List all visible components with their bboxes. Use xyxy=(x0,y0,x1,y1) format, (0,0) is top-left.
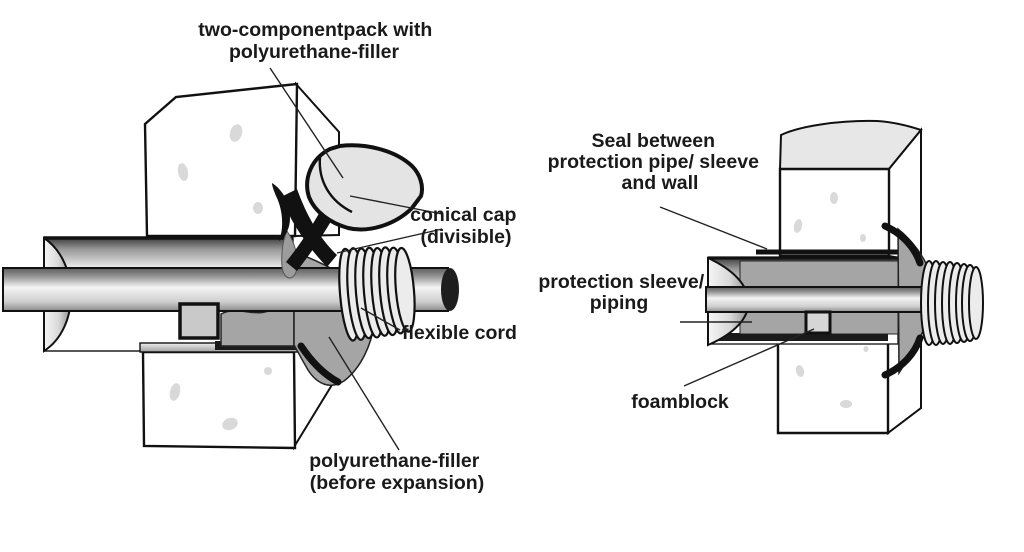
leader-line xyxy=(336,228,443,254)
label-polyurethane-filler: polyurethane-filler (before expansion) xyxy=(309,450,485,494)
flexible-cord-coil-left xyxy=(338,246,416,342)
concrete-speckle xyxy=(860,234,866,242)
concrete-speckle xyxy=(222,417,238,431)
leader-lines-left xyxy=(269,67,443,451)
label-flexible-cord: flexible cord xyxy=(402,322,517,344)
cap-hook-crescent xyxy=(272,183,290,241)
upper-wall-block-right xyxy=(778,119,923,264)
leader-lines-right xyxy=(659,206,815,387)
upper-wall-block-left xyxy=(143,81,340,238)
foamblock-left xyxy=(178,302,220,340)
concrete-speckle xyxy=(840,400,852,408)
seal-hook-top xyxy=(881,222,924,267)
concrete-speckle xyxy=(863,346,869,352)
leader-line xyxy=(328,336,400,451)
label-foamblock: foamblock xyxy=(631,391,729,413)
concrete-speckle xyxy=(229,124,243,142)
leader-line xyxy=(269,67,344,179)
polyurethane-filler-annulus xyxy=(220,307,295,347)
seal-hook-bottom xyxy=(881,334,924,379)
concrete-speckle xyxy=(795,365,805,377)
label-seal-between: Seal between protection pipe/ sleeve and… xyxy=(548,130,765,194)
concrete-speckle xyxy=(253,202,263,214)
right-assembly: Seal between protection pipe/ sleeve and… xyxy=(538,119,984,436)
pipe-end-cap xyxy=(441,268,459,311)
two-component-pack xyxy=(305,143,424,232)
leader-line xyxy=(683,328,815,387)
label-protection-sleeve: protection sleeve/ piping xyxy=(538,271,709,314)
leader-line xyxy=(659,206,768,250)
concrete-speckle xyxy=(177,163,189,181)
concrete-speckle xyxy=(264,367,272,375)
label-conical-cap: conical cap (divisible) xyxy=(410,204,522,248)
seal-crescent-bottom-left xyxy=(297,342,342,386)
concrete-speckle xyxy=(830,192,838,204)
sleeve-bottom-edge-dark xyxy=(708,333,888,341)
leader-line xyxy=(360,307,401,331)
concrete-speckle xyxy=(793,219,803,233)
foamblock-right xyxy=(804,310,832,335)
label-two-component-pack: two-componentpack with polyurethane-fill… xyxy=(198,19,437,63)
leader-line xyxy=(349,195,443,215)
left-assembly: two-componentpack with polyurethane-fill… xyxy=(2,19,522,494)
flexible-cord-coil-right xyxy=(920,260,984,346)
concrete-speckle xyxy=(169,383,181,401)
